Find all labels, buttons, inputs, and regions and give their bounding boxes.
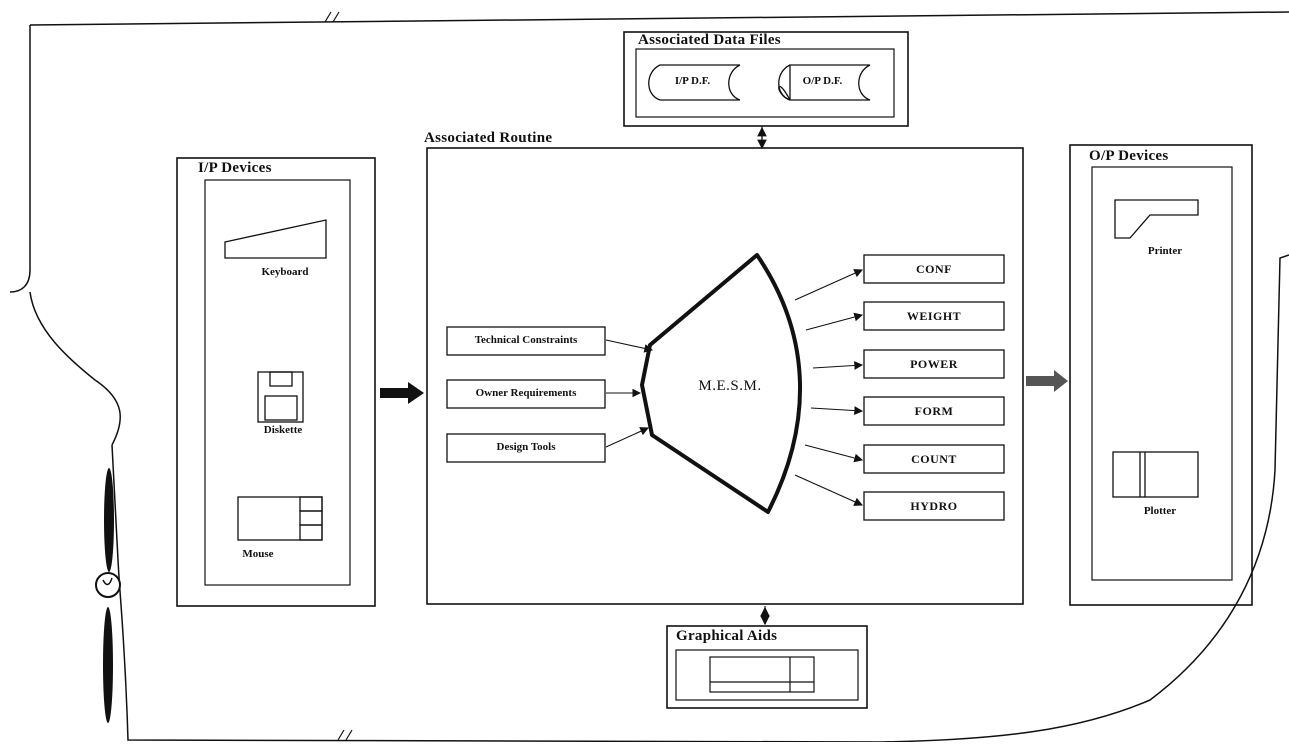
routine-to-op-arrow	[1026, 370, 1068, 392]
output-box-weight	[863, 301, 1005, 331]
op-devices-panel	[1069, 144, 1253, 606]
data-files-panel	[623, 31, 909, 127]
output-box-count	[863, 444, 1005, 474]
input-data-file-label: I/P D.F.	[674, 75, 711, 87]
output-arrows	[794, 269, 864, 506]
input-label-technical-constraints: Technical Constraints	[474, 334, 578, 346]
mesm-core-shape	[640, 253, 803, 514]
op-devices-title: O/P Devices	[1089, 148, 1169, 164]
keyboard-label: Keyboard	[261, 266, 309, 278]
ip-devices-title: I/P Devices	[198, 160, 272, 176]
output-label-conf: CONF	[916, 262, 952, 276]
output-label-hydro: HYDRO	[910, 499, 958, 513]
graphical-aids-panel	[666, 625, 868, 709]
output-label-power: POWER	[910, 357, 958, 371]
output-box-power	[863, 349, 1005, 379]
output-label-weight: WEIGHT	[906, 309, 962, 323]
ship-hull-outline	[9, 11, 1289, 743]
plotter-icon	[1112, 451, 1199, 498]
input-label-design-tools: Design Tools	[496, 441, 556, 453]
graphical-aids-title: Graphical Aids	[676, 628, 778, 644]
propeller-icon	[95, 468, 121, 723]
ip-to-routine-arrow	[380, 382, 424, 404]
output-box-conf	[863, 254, 1005, 284]
plotter-label: Plotter	[1143, 505, 1177, 517]
diskette-icon	[257, 371, 304, 423]
input-box-design-tools	[446, 433, 606, 463]
input-box-owner-requirements	[446, 379, 606, 409]
input-arrows	[605, 339, 654, 448]
printer-label: Printer	[1147, 245, 1183, 257]
output-label-form: FORM	[914, 404, 954, 418]
mouse-icon	[237, 496, 323, 541]
output-data-file-label: O/P D.F.	[802, 75, 843, 87]
output-label-count: COUNT	[911, 452, 957, 466]
routine-panel	[426, 147, 1024, 605]
keyboard-icon	[224, 219, 327, 259]
data-files-title: Associated Data Files	[638, 32, 781, 48]
output-box-hydro	[863, 491, 1005, 521]
input-label-owner-requirements: Owner Requirements	[475, 387, 577, 399]
diskette-label: Diskette	[263, 424, 303, 436]
routine-title: Associated Routine	[424, 130, 553, 146]
mesm-label: M.E.S.M.	[698, 378, 762, 394]
ip-devices-panel	[176, 157, 376, 607]
mouse-label: Mouse	[242, 548, 274, 560]
graphics-tablet-icon	[709, 656, 815, 693]
printer-icon	[1114, 199, 1199, 239]
input-box-technical-constraints	[446, 326, 606, 356]
output-box-form	[863, 396, 1005, 426]
